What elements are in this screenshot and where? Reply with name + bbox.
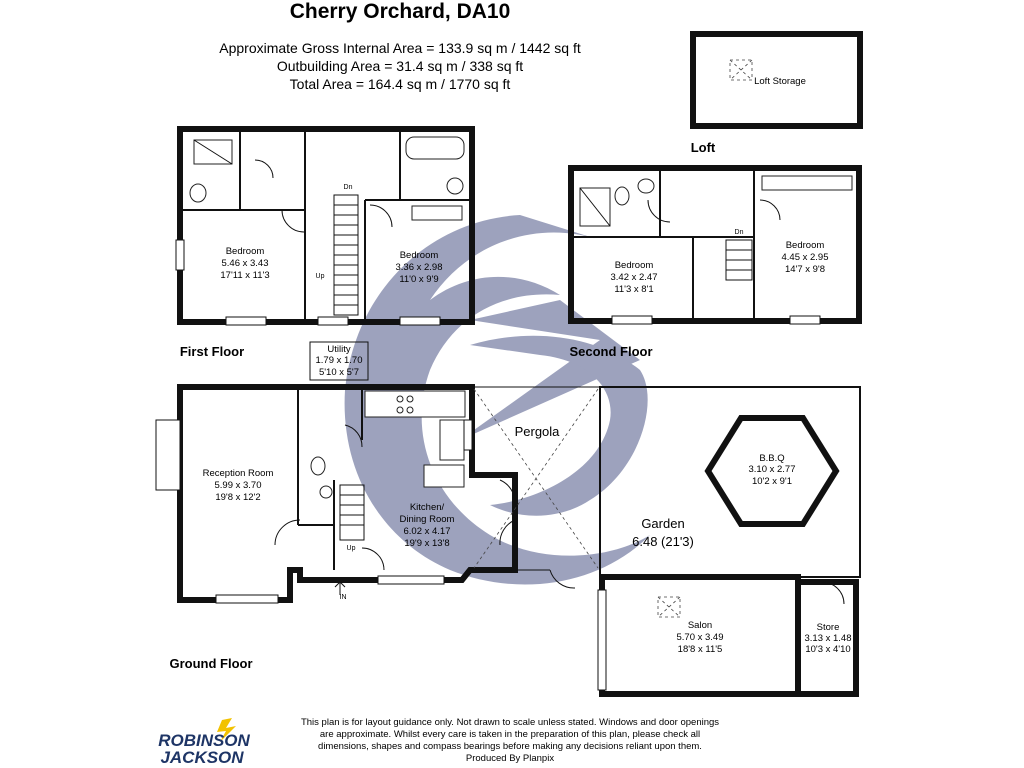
pergola-area: Pergola — [472, 386, 600, 589]
loft-plan: Loft Storage Loft — [690, 31, 863, 155]
kitchen-counter-icon — [364, 390, 466, 418]
salon-metric: 5.70 x 3.49 — [676, 632, 723, 643]
entrance-label: IN — [340, 594, 347, 601]
loft-floor-label: Loft — [691, 140, 716, 155]
outbuilding: Salon 5.70 x 3.49 18'8 x 11'5 Store 3.13… — [597, 574, 859, 697]
sf-basin-icon — [637, 178, 655, 194]
garden-size: 6.48 (21'3) — [632, 534, 694, 549]
sf-stairs-down-label: Dn — [735, 229, 744, 236]
gf-stairs-up-label: Up — [347, 545, 356, 552]
ff-bedroom1-imperial: 17'11 x 11'3 — [220, 270, 269, 281]
robinson-jackson-logo: ROBINSON JACKSON — [158, 718, 251, 767]
toilet-icon — [189, 183, 207, 203]
disclaimer-line2: are approximate. Whilst every care is ta… — [320, 729, 700, 740]
loft-walls — [690, 31, 863, 129]
garden-name: Garden — [641, 516, 684, 531]
compass-watermark-icon — [344, 215, 650, 585]
pergola-label: Pergola — [515, 424, 561, 439]
sf-bedroom1-imperial: 11'3 x 8'1 — [614, 284, 653, 295]
kitchen-island-icon — [439, 419, 465, 461]
utility-name: Utility — [327, 344, 350, 355]
entrance-arrow-icon — [334, 581, 346, 595]
ff-bedroom1-name: Bedroom — [226, 246, 265, 257]
salon-name: Salon — [688, 620, 712, 631]
disclaimer-line3: dimensions, shapes and compass bearings … — [318, 741, 702, 752]
window-icon — [225, 316, 267, 326]
first-floor-plan: Dn Up Bedroom 5.46 x 3.43 17'11 x 11'3 B… — [175, 126, 475, 359]
outbuilding-area-text: Outbuilding Area = 31.4 sq m / 338 sq ft — [277, 58, 523, 74]
reception-metric: 5.99 x 3.70 — [214, 480, 261, 491]
sf-bedroom2-name: Bedroom — [786, 240, 825, 251]
logo-bolt-icon — [217, 718, 236, 742]
produced-by: Produced By Planpix — [466, 753, 554, 764]
sf-bedroom1-name: Bedroom — [615, 260, 654, 271]
sf-bedroom1-metric: 3.42 x 2.47 — [610, 272, 657, 283]
sf-bedroom2-imperial: 14'7 x 9'8 — [785, 264, 825, 275]
utility-metric: 1.79 x 1.70 — [315, 355, 362, 366]
basin-icon — [446, 177, 464, 195]
gf-window-icon — [215, 594, 279, 604]
wardrobe-icon — [411, 205, 463, 221]
second-floor-walls — [568, 165, 862, 324]
gross-area-text: Approximate Gross Internal Area = 133.9 … — [219, 40, 581, 56]
ff-stairs-down-label: Dn — [344, 184, 353, 191]
bath-icon — [405, 136, 465, 160]
hob-icon — [396, 395, 404, 403]
kitchen-name1: Kitchen/ — [410, 502, 445, 513]
ff-bedroom2-metric: 3.36 x 2.98 — [395, 262, 442, 273]
kitchen-metric: 6.02 x 4.17 — [403, 526, 450, 537]
total-area-text: Total Area = 164.4 sq m / 1770 sq ft — [290, 76, 511, 92]
gf-basin-icon — [319, 485, 333, 499]
compass-tail — [470, 335, 648, 516]
kitchen-imperial: 19'9 x 13'8 — [404, 538, 449, 549]
disclaimer: This plan is for layout guidance only. N… — [301, 717, 719, 764]
door-swing-icon — [281, 209, 305, 233]
ground-floor-stairs — [339, 484, 365, 541]
utility-imperial: 5'10 x 5'7 — [319, 367, 359, 378]
loft-hatch-icon — [729, 59, 753, 81]
bbq-gazebo — [704, 415, 840, 527]
gf-toilet-icon — [310, 456, 326, 476]
logo-line2: JACKSON — [160, 748, 244, 767]
logo-line1: ROBINSON — [158, 731, 250, 750]
first-floor-stairs — [333, 194, 359, 316]
bbq-name: B.B.Q — [759, 453, 784, 464]
ff-bedroom2-name: Bedroom — [400, 250, 439, 261]
salon-window-icon — [597, 589, 607, 691]
disclaimer-line1: This plan is for layout guidance only. N… — [301, 717, 719, 728]
ground-floor-plan: Up IN Reception Room 5.99 x 3.70 19'8 x … — [155, 384, 518, 671]
salon-imperial: 18'8 x 11'5 — [678, 644, 723, 655]
compass-swoosh — [344, 215, 650, 585]
second-floor-stairs — [725, 239, 753, 281]
reception-name: Reception Room — [203, 468, 274, 479]
store-walls — [795, 579, 859, 697]
kitchen-name2: Dining Room — [400, 514, 455, 525]
store-metric: 3.13 x 1.48 — [804, 633, 851, 644]
store-imperial: 10'3 x 4'10 — [805, 644, 850, 655]
salon-skylight-icon — [657, 596, 681, 618]
first-floor-label: First Floor — [180, 344, 244, 359]
utility-room: Utility 1.79 x 1.70 5'10 x 5'7 — [309, 341, 369, 381]
compass-arrow — [460, 300, 640, 440]
store-name: Store — [817, 622, 840, 633]
sf-toilet-icon — [614, 186, 630, 206]
sf-wardrobe-icon — [761, 175, 853, 191]
plan-title: Cherry Orchard, DA10 — [290, 0, 511, 23]
reception-imperial: 19'8 x 12'2 — [215, 492, 260, 503]
ff-bedroom1-metric: 5.46 x 3.43 — [221, 258, 268, 269]
bbq-imperial: 10'2 x 9'1 — [752, 476, 792, 487]
bbq-metric: 3.10 x 2.77 — [748, 464, 795, 475]
sf-bedroom2-metric: 4.45 x 2.95 — [781, 252, 828, 263]
sf-window-icon — [611, 315, 653, 325]
ff-bedroom2-imperial: 11'0 x 9'9 — [399, 274, 438, 285]
loft-storage-label: Loft Storage — [754, 76, 806, 87]
second-floor-plan: Dn Bedroom 3.42 x 2.47 11'3 x 8'1 Bedroo… — [568, 165, 862, 359]
ff-stairs-up-label: Up — [316, 273, 325, 280]
ground-floor-label: Ground Floor — [169, 656, 252, 671]
second-floor-label: Second Floor — [569, 344, 652, 359]
